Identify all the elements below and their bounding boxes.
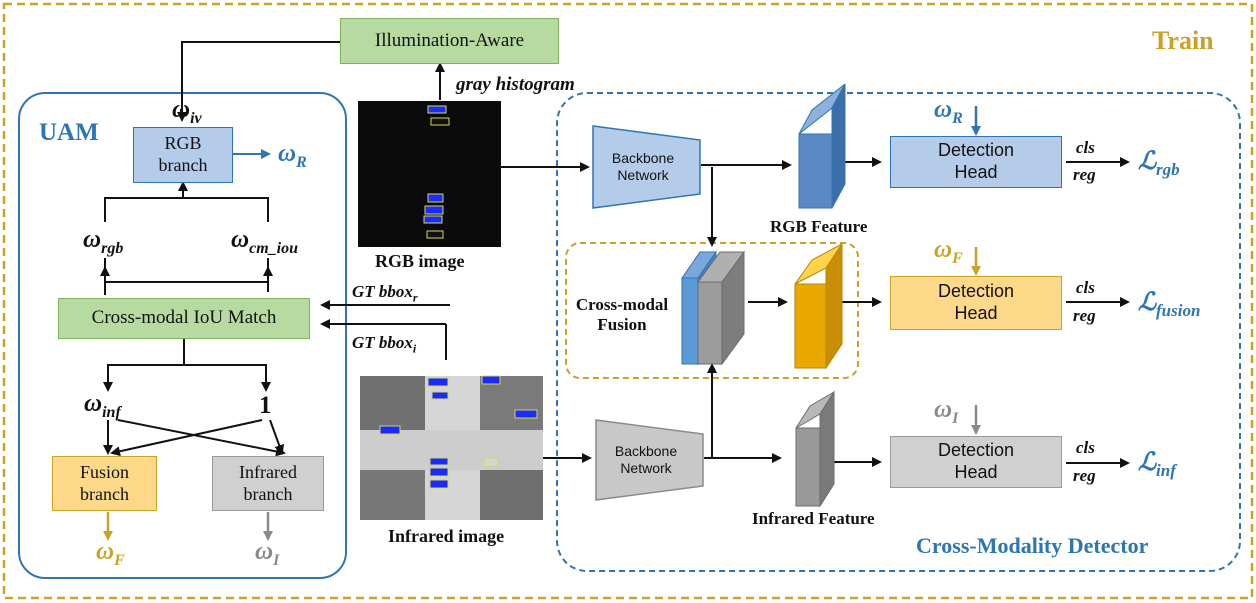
omega-iv-sub: iv [190, 110, 202, 127]
infrared-image-caption: Infrared image [388, 526, 505, 546]
fusion-branch-box: Fusion branch [52, 456, 157, 511]
omega-r-uam-label: ωR [278, 140, 307, 172]
train-label: Train [1152, 26, 1214, 55]
cls-fusion-label: cls [1076, 278, 1095, 297]
illumination-to-rgb-arrow [177, 41, 340, 122]
omega-inf-label: ωinf [84, 390, 121, 422]
loss-rgb-label: ℒrgb [1138, 146, 1180, 180]
omega-symbol: ω [172, 96, 191, 123]
omega-symbol: ω [934, 96, 953, 123]
loss-fusion-label: ℒfusion [1138, 287, 1200, 321]
infrared-image-texture [360, 375, 543, 520]
cls-rgb-label: cls [1076, 138, 1095, 157]
loss-inf-sub: inf [1156, 461, 1176, 480]
match-split-line [107, 364, 267, 387]
omega-i-uam-label: ωI [255, 538, 279, 570]
backbone-top-label: Backbone Network [611, 150, 675, 183]
omega-symbol: ω [84, 390, 103, 417]
one-label: 1 [259, 392, 272, 419]
rgb-image [358, 101, 501, 247]
loss-symbol: ℒ [1138, 148, 1157, 175]
loss-fusion-sub: fusion [1156, 301, 1201, 320]
detector-frame [556, 92, 1241, 572]
rgb-image-caption: RGB image [375, 251, 465, 271]
loss-rgb-sub: rgb [1156, 160, 1180, 179]
omega-i-det-label: ωI [934, 396, 958, 428]
omega-symbol: ω [278, 140, 297, 167]
omega-f-det-sub: F [952, 250, 963, 267]
omega-inf-sub: inf [102, 404, 121, 421]
fusion-feature-shape [794, 242, 843, 370]
detector-title: Cross-Modality Detector [916, 533, 1149, 558]
omega-cm-iou-sub: cm_iou [249, 240, 298, 257]
detection-head-fusion: Detection Head [890, 276, 1062, 330]
cross-modal-fusion-label: Cross-modal Fusion [575, 294, 669, 334]
reg-rgb-label: reg [1073, 165, 1096, 184]
inf-to-infrared-arrow [117, 419, 286, 457]
gt-bbox-i-sub: i [412, 341, 417, 356]
omega-f-sub: F [114, 552, 125, 569]
omega-symbol: ω [231, 226, 250, 253]
omega-f-uam-label: ωF [96, 538, 125, 570]
reg-fusion-label: reg [1073, 306, 1096, 325]
fusion-stack-shape [681, 250, 745, 366]
omega-cm-iou-label: ωcm_iou [231, 226, 298, 258]
gt-bbox-r-label: GT bboxr [352, 282, 418, 305]
gray-histogram-label: gray histogram [456, 74, 575, 95]
detection-head-inf: Detection Head [890, 436, 1062, 488]
gt-bbox-text: GT bbox [352, 333, 413, 352]
backbone-bottom-shape [595, 419, 704, 501]
rgb-feature-shape [798, 83, 846, 209]
infrared-feature-shape [795, 390, 835, 508]
omega-symbol: ω [255, 538, 274, 565]
backbone-bottom-label: Backbone Network [614, 443, 678, 476]
omega-f-det-label: ωF [934, 236, 963, 268]
omega-r-det-label: ωR [934, 96, 963, 128]
gt-bbox-i-label: GT bboxi [352, 333, 416, 356]
detection-head-rgb: Detection Head [890, 136, 1062, 188]
cls-inf-label: cls [1076, 438, 1095, 457]
infrared-branch-box: Infrared branch [212, 456, 324, 511]
rgb-image-boxes [423, 105, 450, 239]
omega-symbol: ω [934, 396, 953, 423]
rgb-branch-box: RGB branch [133, 127, 233, 183]
iou-match-box: Cross-modal IoU Match [58, 298, 310, 339]
loss-symbol: ℒ [1138, 449, 1157, 476]
loss-symbol: ℒ [1138, 289, 1157, 316]
gt-bbox-r-sub: r [412, 290, 418, 305]
one-to-fusion-arrow [110, 419, 263, 457]
omega-iv-label: ωiv [172, 96, 202, 128]
loss-inf-label: ℒinf [1138, 447, 1176, 481]
backbone-top-shape [592, 125, 701, 209]
omega-rgb-sub: rgb [101, 240, 124, 257]
omega-merge-line [104, 197, 269, 222]
omega-r-sub: R [296, 154, 307, 171]
match-top-line [104, 270, 269, 295]
omega-i-det-sub: I [952, 410, 959, 427]
uam-title: UAM [39, 119, 99, 146]
omega-rgb-label: ωrgb [83, 226, 123, 258]
illumination-aware-box: Illumination-Aware [340, 18, 559, 64]
omega-symbol: ω [934, 236, 953, 263]
omega-i-sub: I [273, 552, 280, 569]
omega-symbol: ω [83, 226, 102, 253]
omega-symbol: ω [96, 538, 115, 565]
reg-inf-label: reg [1073, 466, 1096, 485]
gt-bbox-text: GT bbox [352, 282, 413, 301]
infrared-feature-label: Infrared Feature [752, 509, 875, 528]
rgb-feature-label: RGB Feature [770, 217, 868, 236]
omega-r-det-sub: R [952, 110, 963, 127]
one-to-infrared-arrow [269, 419, 284, 455]
